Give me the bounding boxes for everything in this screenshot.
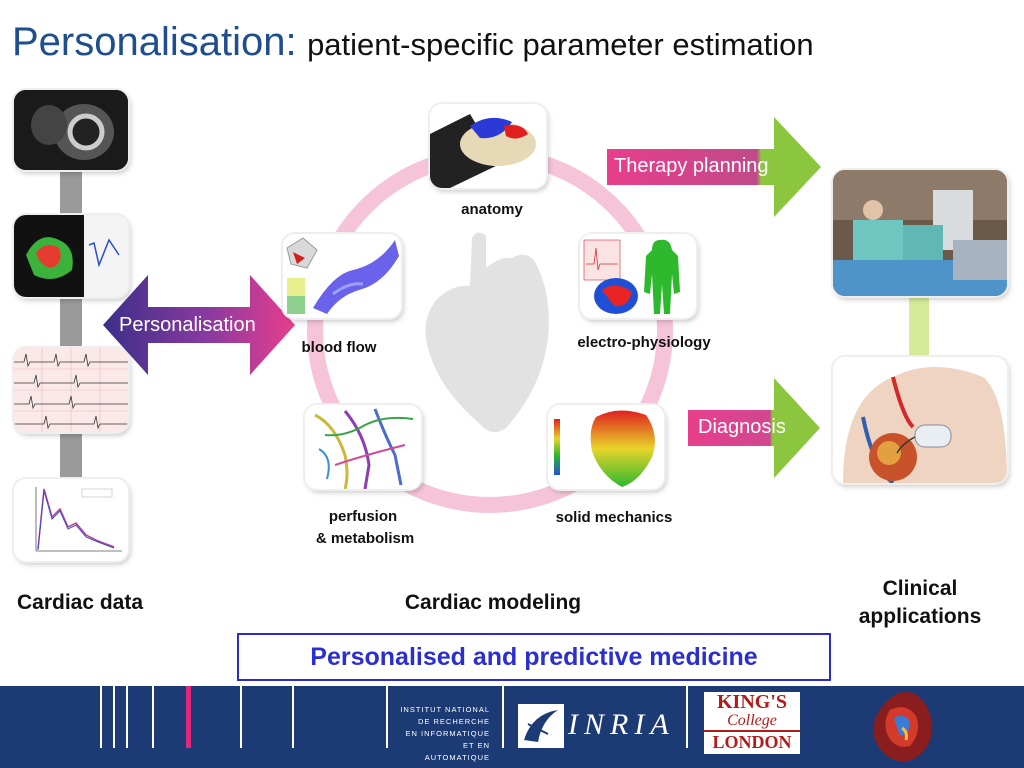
footer-divider (100, 686, 102, 748)
solid-mechanics-label: solid mechanics (555, 509, 673, 526)
mri-scan-icon (14, 90, 128, 170)
activation-map-icon (14, 215, 128, 297)
anatomy-image (430, 104, 546, 188)
inria-logo-icon (518, 704, 564, 748)
clinical-label-line1: Clinical (882, 577, 958, 600)
electro-physiology-label: electro-physiology (577, 334, 711, 351)
electro-physiology-model-icon (580, 234, 696, 318)
clinical-connector-bar (909, 290, 929, 360)
operating-room-photo-icon (833, 170, 1007, 296)
blood-flow-label: blood flow (301, 339, 377, 356)
kings-line2: College (727, 712, 777, 729)
title-main: Personalisation: (12, 20, 297, 64)
footer-divider (292, 686, 294, 748)
personalised-medicine-banner: Personalised and predictive medicine (237, 633, 831, 681)
blood-flow-model-icon (283, 234, 401, 318)
footer-divider (113, 686, 115, 748)
footer-divider (126, 686, 128, 748)
perfusion-label-line1: perfusion (328, 508, 398, 525)
pacemaker-image (833, 357, 1007, 483)
kings-college-logo: KING'S College LONDON (704, 692, 800, 754)
ecg-trace-icon (14, 348, 128, 432)
inst-line: INSTITUT NATIONAL (400, 705, 490, 714)
heart-logo-icon (873, 692, 932, 762)
footer-divider (386, 686, 388, 748)
solid-mechanics-image (548, 405, 664, 489)
pacemaker-illustration-icon (833, 357, 1007, 483)
footer-divider (152, 686, 154, 748)
activation-map-image (14, 215, 128, 297)
perfusion-label-line2: & metabolism (315, 530, 415, 547)
inria-wordmark: INRIA (568, 708, 675, 741)
inria-institute-text: INSTITUT NATIONAL DE RECHERCHE EN INFORM… (396, 704, 490, 764)
inst-line: DE RECHERCHE (417, 717, 490, 726)
slide-title: Personalisation: patient-specific parame… (12, 20, 814, 65)
title-subtitle: patient-specific parameter estimation (307, 27, 814, 62)
heart-silhouette-icon (425, 232, 549, 433)
personalisation-label: Personalisation (119, 314, 256, 336)
cardiac-modeling-label: Cardiac modeling (404, 591, 582, 614)
diagnosis-arrow (688, 378, 820, 478)
inst-line: ET EN AUTOMATIQUE (424, 741, 490, 762)
diagnosis-label: Diagnosis (698, 416, 786, 438)
anatomy-label: anatomy (461, 201, 523, 218)
therapy-planning-label: Therapy planning (614, 155, 769, 177)
operating-room-image (833, 170, 1007, 296)
personalisation-double-arrow (103, 275, 295, 375)
clinical-label-line2: applications (858, 605, 982, 628)
kings-line3: LONDON (704, 730, 800, 752)
mri-image (14, 90, 128, 170)
ecg-image (14, 348, 128, 432)
footer-divider (240, 686, 242, 748)
pressure-curve-image (14, 479, 128, 561)
perfusion-vessels-icon (305, 405, 421, 489)
kings-line1: KING'S (716, 691, 788, 713)
blood-flow-image (283, 234, 401, 318)
inst-line: EN INFORMATIQUE (405, 729, 490, 738)
anatomy-model-icon (430, 104, 546, 188)
footer-accent-divider (186, 686, 191, 748)
perfusion-image (305, 405, 421, 489)
footer-divider (502, 686, 504, 748)
footer-divider (686, 686, 688, 748)
electro-physiology-image (580, 234, 696, 318)
solid-mechanics-model-icon (548, 405, 664, 489)
cardiac-data-label: Cardiac data (16, 591, 144, 614)
therapy-planning-arrow (607, 117, 821, 217)
footer-bar: INSTITUT NATIONAL DE RECHERCHE EN INFORM… (0, 686, 1024, 768)
data-connector-bar (60, 150, 82, 490)
pressure-curve-icon (14, 479, 128, 561)
